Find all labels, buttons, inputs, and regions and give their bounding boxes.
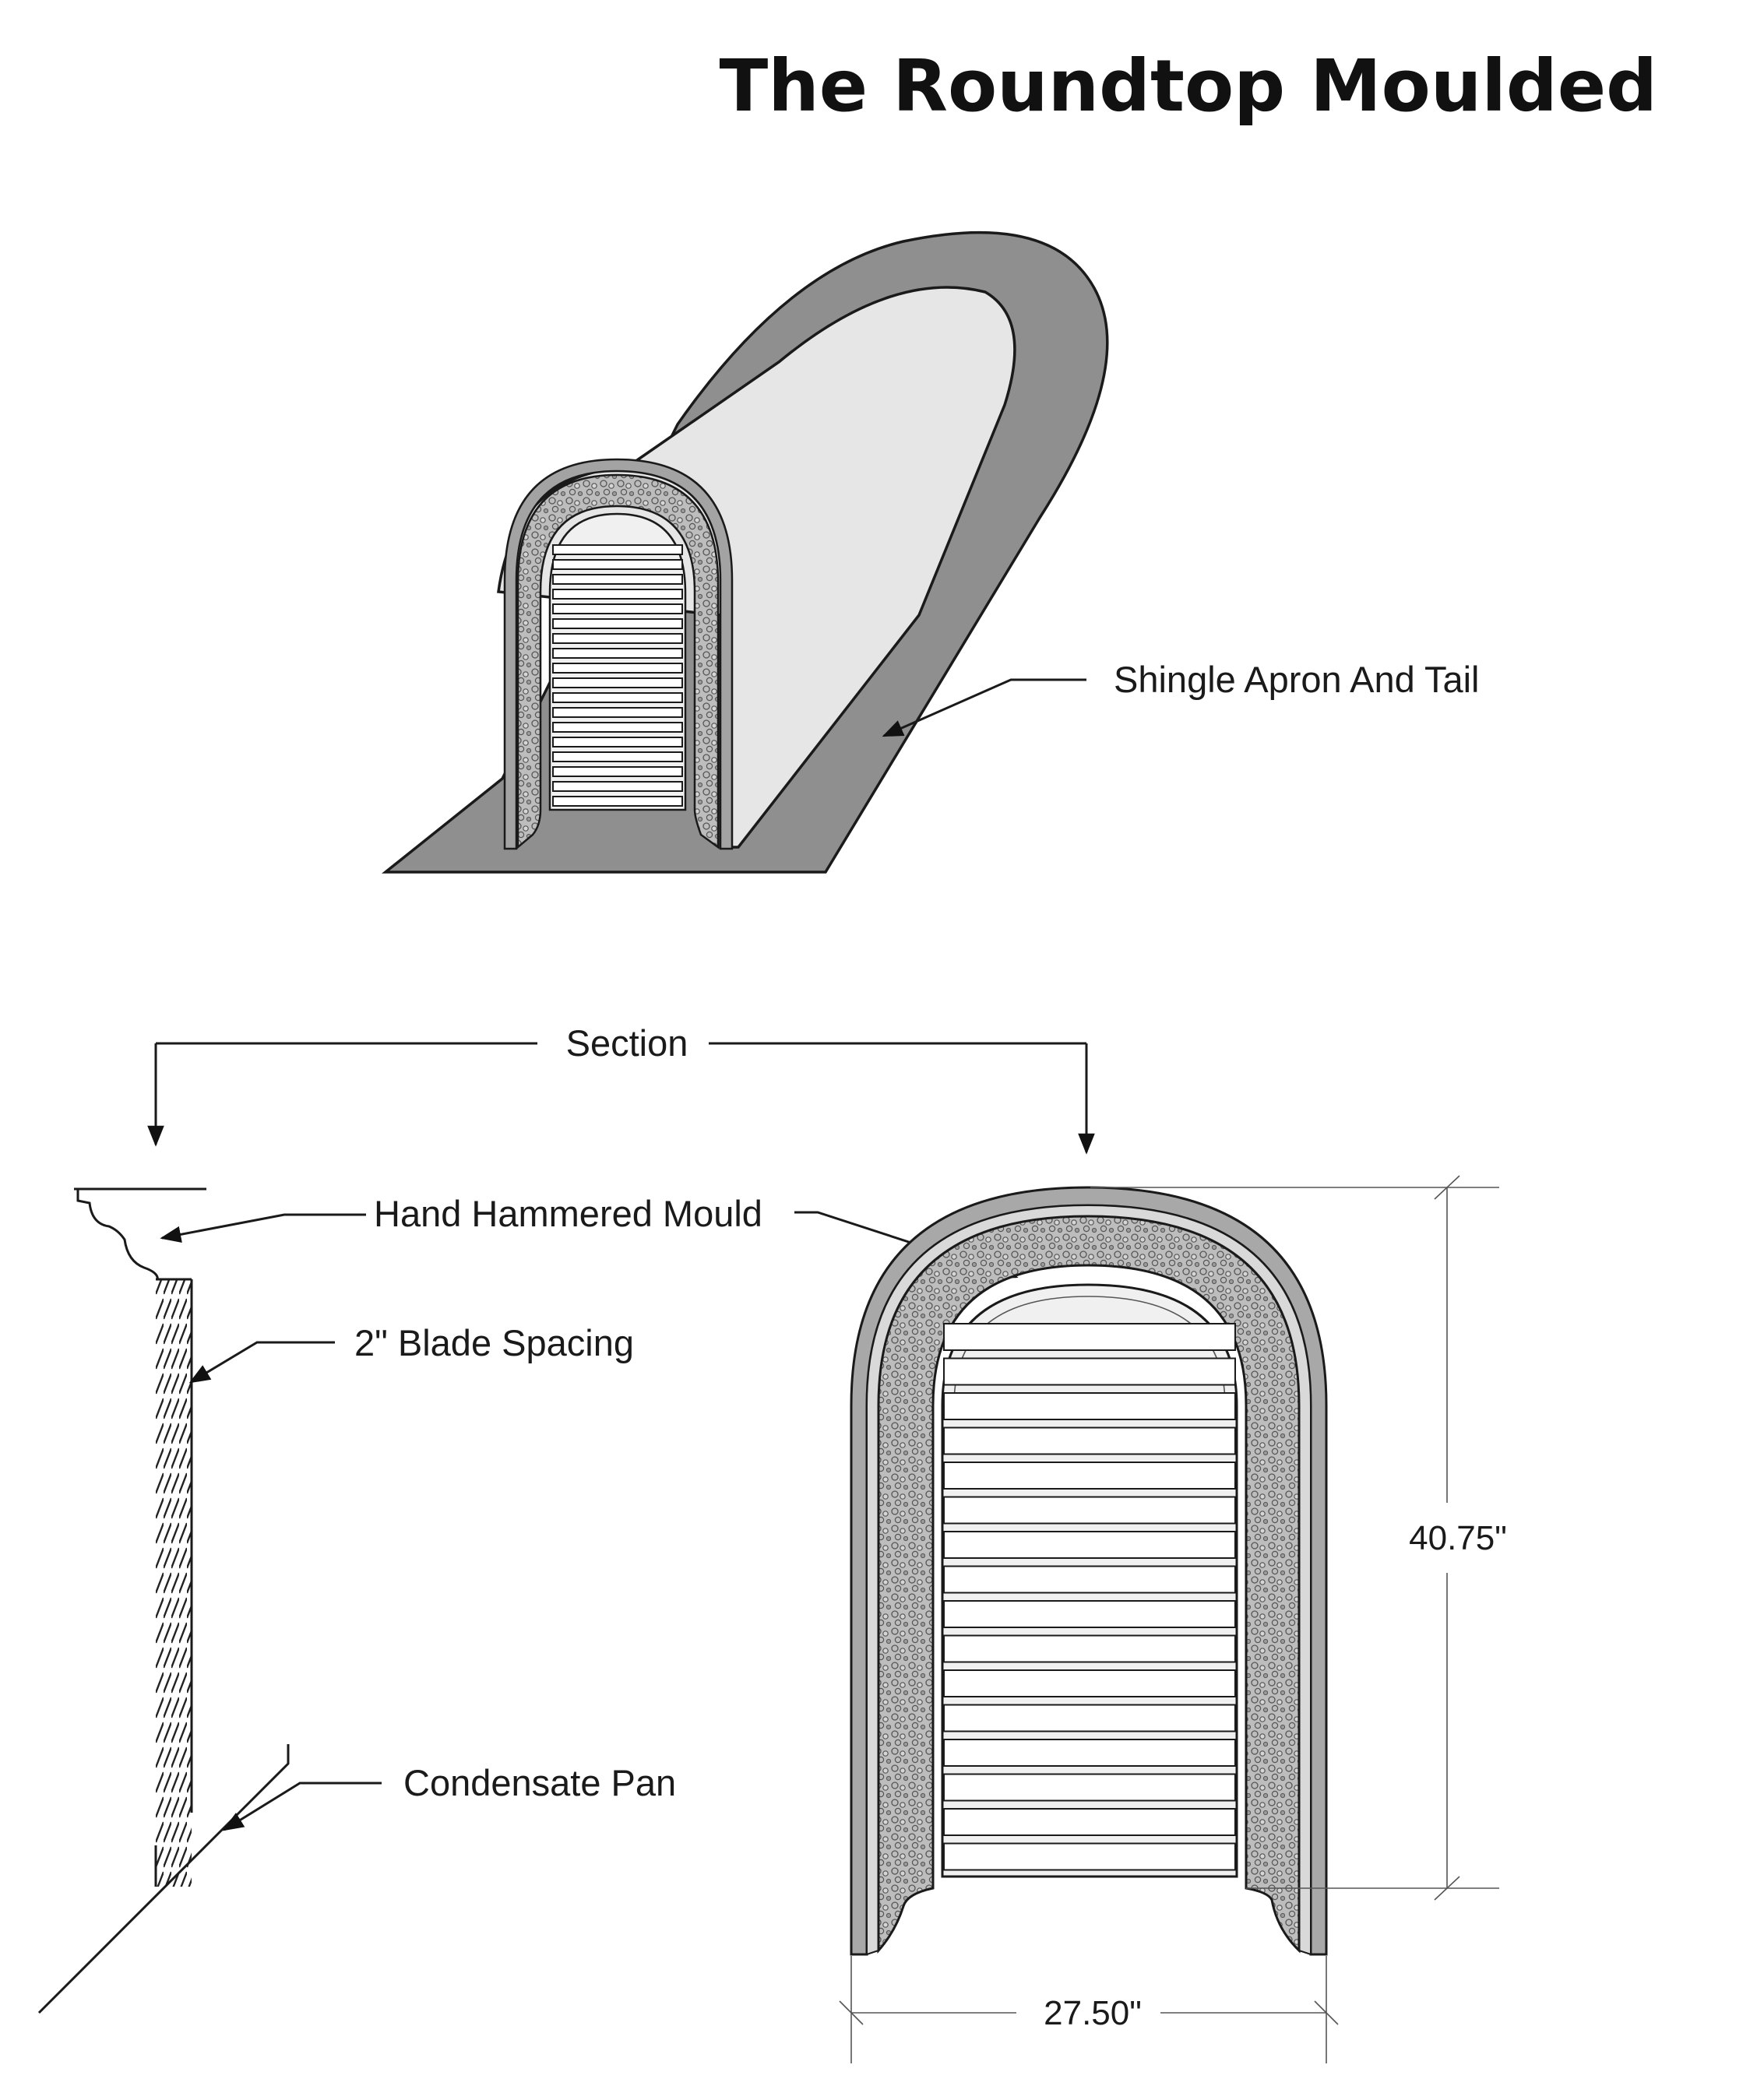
louvre-blade bbox=[943, 1739, 1236, 1767]
dormer-louvre-blades bbox=[552, 544, 683, 807]
dormer-3d-view bbox=[382, 230, 1109, 874]
louvre-blade bbox=[552, 796, 683, 807]
louvre-blade bbox=[552, 618, 683, 629]
louvre-blade bbox=[552, 707, 683, 718]
height-dimension-label: 40.75" bbox=[1409, 1519, 1507, 1557]
hand-hammered-label: Hand Hammered Mould bbox=[374, 1193, 762, 1234]
louvre-blade bbox=[552, 677, 683, 688]
width-dimension-label: 27.50" bbox=[1044, 1994, 1142, 2032]
louvre-blade bbox=[943, 1669, 1236, 1697]
louvre-blade bbox=[552, 589, 683, 600]
louvre-blade bbox=[943, 1565, 1236, 1594]
shingle-apron-label: Shingle Apron And Tail bbox=[1114, 659, 1480, 700]
louvre-blade bbox=[943, 1323, 1236, 1351]
louvre-blade bbox=[552, 737, 683, 747]
louvre-blade bbox=[552, 781, 683, 792]
dormer-louvre-face bbox=[548, 512, 687, 811]
elevation-louvre-blades bbox=[943, 1323, 1236, 1871]
dormer-front-rim bbox=[503, 458, 734, 850]
section-bracket: Section bbox=[147, 1022, 1095, 1155]
condensate-pan-label: Condensate Pan bbox=[403, 1762, 676, 1803]
louvre-blade bbox=[943, 1357, 1236, 1386]
louvre-blade bbox=[943, 1531, 1236, 1559]
blade-spacing-callout: 2" Blade Spacing bbox=[188, 1322, 634, 1384]
louvre-blade bbox=[552, 766, 683, 777]
louvre-blade bbox=[552, 648, 683, 659]
louvre-blade bbox=[552, 751, 683, 762]
condensate-pan-line bbox=[37, 1744, 290, 2014]
section-profile bbox=[37, 1187, 290, 2014]
section-label: Section bbox=[566, 1022, 688, 1064]
louvre-blade bbox=[552, 692, 683, 703]
louvre-blade bbox=[943, 1600, 1236, 1628]
louvre-blade bbox=[943, 1808, 1236, 1836]
louvre-blade bbox=[943, 1462, 1236, 1490]
louvre-blade bbox=[943, 1704, 1236, 1732]
louvre-blade bbox=[943, 1634, 1236, 1663]
condensate-pan-callout: Condensate Pan bbox=[222, 1762, 676, 1831]
louvre-blade bbox=[943, 1496, 1236, 1525]
louvre-blade bbox=[552, 574, 683, 585]
louvre-blade bbox=[552, 722, 683, 733]
louvre-blade bbox=[943, 1392, 1236, 1420]
dormer-mould-band bbox=[516, 473, 720, 849]
louvre-blade bbox=[943, 1842, 1236, 1871]
shingle-apron-callout: Shingle Apron And Tail bbox=[882, 659, 1480, 737]
louvre-blade bbox=[552, 559, 683, 570]
blade-hatch-column bbox=[156, 1279, 192, 1887]
hand-hammered-callout: Hand Hammered Mould bbox=[160, 1193, 1019, 1279]
height-dimension: 40.75" bbox=[1090, 1175, 1507, 1901]
page-title: The Roundtop Moulded bbox=[719, 44, 1657, 128]
front-elevation bbox=[850, 1186, 1328, 1956]
louvre-blade bbox=[552, 603, 683, 614]
mould-profile-shape bbox=[74, 1187, 206, 1282]
louvre-blade bbox=[943, 1426, 1236, 1455]
elevation-mould-band bbox=[877, 1215, 1301, 1954]
louvre-blade bbox=[552, 633, 683, 644]
blade-spacing-label: 2" Blade Spacing bbox=[354, 1322, 634, 1363]
width-dimension: 27.50" bbox=[839, 1956, 1339, 2063]
louvre-blade bbox=[943, 1773, 1236, 1802]
louvre-blade bbox=[552, 544, 683, 555]
louvre-blade bbox=[552, 663, 683, 674]
